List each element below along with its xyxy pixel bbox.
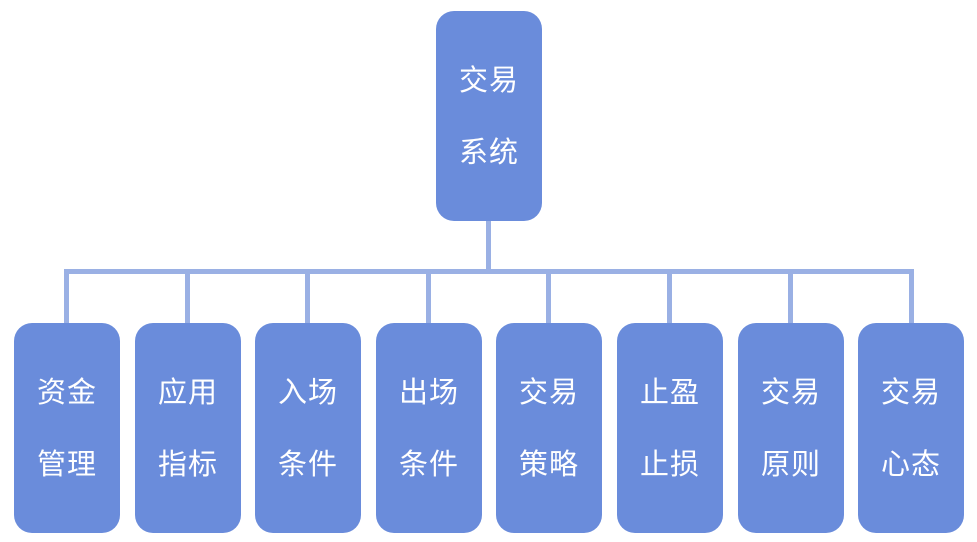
child-node-label-line1: 交易 xyxy=(518,375,579,409)
child-stem-connector xyxy=(909,269,914,323)
root-node-label-line2: 系统 xyxy=(458,135,519,169)
child-node-fund-management: 资金 管理 xyxy=(14,323,120,533)
child-stem-connector xyxy=(426,269,431,323)
child-stem-connector xyxy=(64,269,69,323)
child-node-applied-indicators: 应用 指标 xyxy=(135,323,241,533)
child-node-label-line2: 条件 xyxy=(398,447,459,481)
child-stem-connector xyxy=(185,269,190,323)
child-node-label-line2: 条件 xyxy=(277,447,338,481)
horizontal-bus-connector xyxy=(64,269,914,274)
root-stem-connector xyxy=(486,221,491,272)
child-node-label-line1: 出场 xyxy=(398,375,459,409)
child-node-label-line2: 指标 xyxy=(157,447,218,481)
child-node-label-line1: 应用 xyxy=(157,375,218,409)
child-node-label-line1: 交易 xyxy=(880,375,941,409)
child-node-trading-strategy: 交易 策略 xyxy=(496,323,602,533)
child-stem-connector xyxy=(788,269,793,323)
child-node-label-line1: 止盈 xyxy=(639,375,700,409)
child-node-label-line1: 资金 xyxy=(36,375,97,409)
child-stem-connector xyxy=(305,269,310,323)
child-node-label-line1: 入场 xyxy=(277,375,338,409)
root-node-trading-system: 交易 系统 xyxy=(436,11,542,221)
child-node-label-line2: 止损 xyxy=(639,447,700,481)
root-node-label-line1: 交易 xyxy=(458,63,519,97)
child-node-trading-mindset: 交易 心态 xyxy=(858,323,964,533)
child-stem-connector xyxy=(667,269,672,323)
child-node-label-line2: 策略 xyxy=(518,447,579,481)
child-node-entry-conditions: 入场 条件 xyxy=(255,323,361,533)
child-stem-connector xyxy=(546,269,551,323)
child-node-label-line1: 交易 xyxy=(760,375,821,409)
child-node-trading-principles: 交易 原则 xyxy=(738,323,844,533)
child-node-exit-conditions: 出场 条件 xyxy=(376,323,482,533)
child-node-label-line2: 管理 xyxy=(36,447,97,481)
child-node-label-line2: 心态 xyxy=(880,447,941,481)
child-node-take-profit-stop-loss: 止盈 止损 xyxy=(617,323,723,533)
child-node-label-line2: 原则 xyxy=(760,447,821,481)
